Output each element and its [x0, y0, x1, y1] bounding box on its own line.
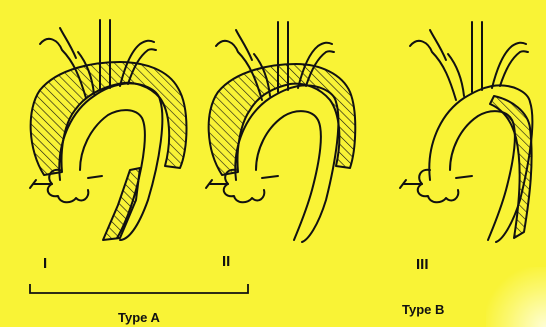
- type-a-bracket: [30, 284, 248, 293]
- aorta-figure-3: [400, 22, 532, 242]
- type-b-label: Type B: [402, 303, 444, 316]
- aorta-figure-1: [30, 20, 187, 240]
- photo-glare: [486, 267, 546, 327]
- false-lumen-ascending-arch: [209, 64, 356, 175]
- type-a-label: Type A: [118, 311, 160, 324]
- class-label-1: I: [43, 256, 47, 271]
- class-label-3: III: [416, 257, 429, 272]
- class-label-2: II: [222, 254, 230, 269]
- aorta-figure-2: [206, 22, 355, 242]
